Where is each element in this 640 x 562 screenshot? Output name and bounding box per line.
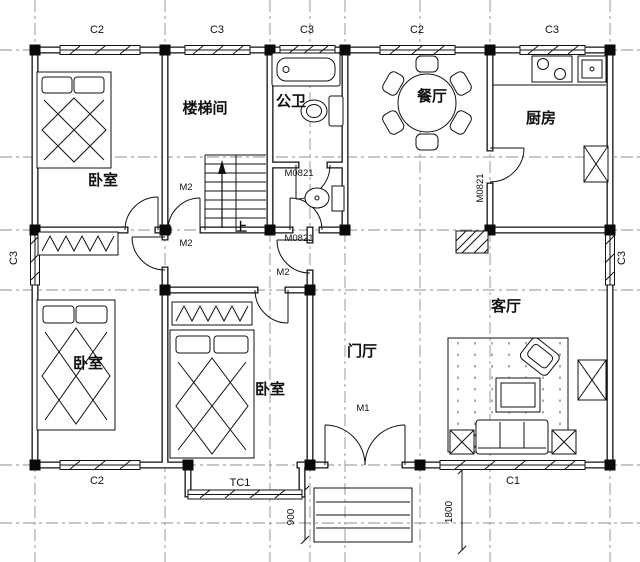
sofa bbox=[475, 419, 549, 455]
kitchen-fixtures bbox=[455, 55, 609, 254]
coffee-table bbox=[495, 377, 541, 413]
bed-bedroom2 bbox=[36, 299, 116, 431]
door-label-m0821-kitchen: M0821 bbox=[475, 173, 486, 202]
toilet bbox=[300, 95, 344, 127]
axis-label-c3-top1: C3 bbox=[210, 24, 224, 36]
fridge bbox=[583, 145, 609, 183]
axis-label-c2-bottom: C2 bbox=[90, 475, 104, 487]
bathroom-fixtures bbox=[271, 52, 345, 212]
wardrobe-bedroom3 bbox=[171, 301, 253, 326]
bed-bedroom3 bbox=[169, 329, 255, 459]
room-label-stairwell: 楼梯间 bbox=[182, 99, 227, 117]
living-room-set bbox=[447, 337, 607, 455]
axis-label-c3-left: C3 bbox=[8, 251, 20, 265]
axis-label-c2-top2: C2 bbox=[410, 24, 424, 36]
axis-label-c3-right: C3 bbox=[616, 251, 628, 265]
room-label-bathroom: 公卫 bbox=[276, 93, 306, 110]
axis-label-c1: C1 bbox=[506, 475, 520, 487]
side-stool bbox=[449, 429, 475, 455]
bathtub bbox=[271, 52, 341, 87]
dining-chair bbox=[449, 71, 472, 96]
dining-chair bbox=[382, 71, 405, 96]
dim-label-900: 900 bbox=[286, 508, 297, 525]
armchair bbox=[519, 337, 560, 376]
axis-label-tc1: TC1 bbox=[230, 477, 251, 489]
staircase bbox=[204, 154, 266, 230]
structural-columns bbox=[29, 44, 616, 471]
room-label-living: 客厅 bbox=[490, 297, 521, 315]
room-label-bedroom1: 卧室 bbox=[88, 171, 118, 189]
door-label-m0821-bath2: M0821 bbox=[284, 233, 313, 244]
side-stool bbox=[551, 429, 577, 455]
dim-label-1800: 1800 bbox=[444, 500, 455, 523]
dining-set bbox=[382, 55, 472, 151]
flue bbox=[455, 230, 489, 254]
dining-chair bbox=[415, 55, 439, 73]
walls-fill bbox=[32, 47, 613, 497]
room-label-kitchen: 厨房 bbox=[526, 109, 556, 127]
labels: 卧室 楼梯间 公卫 餐厅 厨房 卧室 卧室 门厅 客厅 C2 C3 C3 C2 … bbox=[8, 24, 628, 525]
room-label-dining: 餐厅 bbox=[417, 87, 447, 105]
door-label-m2-bedroom2: M2 bbox=[179, 238, 192, 249]
room-label-bedroom3: 卧室 bbox=[255, 380, 285, 398]
kitchen-sink bbox=[577, 55, 607, 83]
door-swings bbox=[124, 147, 525, 466]
entrance-steps bbox=[313, 487, 413, 543]
windows bbox=[30, 45, 615, 500]
dining-chair bbox=[382, 110, 405, 135]
door-label-m2-stair: M2 bbox=[179, 182, 192, 193]
stove bbox=[531, 55, 573, 83]
axis-label-c3-top3: C3 bbox=[545, 24, 559, 36]
axis-label-c3-top2: C3 bbox=[300, 24, 314, 36]
dining-table bbox=[397, 73, 457, 133]
door-label-m0821-bath1: M0821 bbox=[284, 168, 313, 179]
wardrobe-bedroom2 bbox=[37, 231, 119, 256]
stairs-up-label: 上 bbox=[235, 219, 247, 234]
dining-chair bbox=[449, 110, 472, 135]
wash-basin bbox=[304, 185, 345, 212]
dimension-1800 bbox=[457, 465, 467, 555]
dining-chair bbox=[415, 133, 439, 151]
door-label-m1: M1 bbox=[356, 403, 369, 414]
tv-cabinet bbox=[577, 359, 607, 401]
door-label-m2-foyer: M2 bbox=[276, 267, 289, 278]
axis-label-c2-top1: C2 bbox=[90, 24, 104, 36]
bed-bedroom1 bbox=[36, 71, 112, 169]
room-label-bedroom2: 卧室 bbox=[73, 354, 103, 372]
room-label-foyer: 门厅 bbox=[347, 342, 377, 360]
